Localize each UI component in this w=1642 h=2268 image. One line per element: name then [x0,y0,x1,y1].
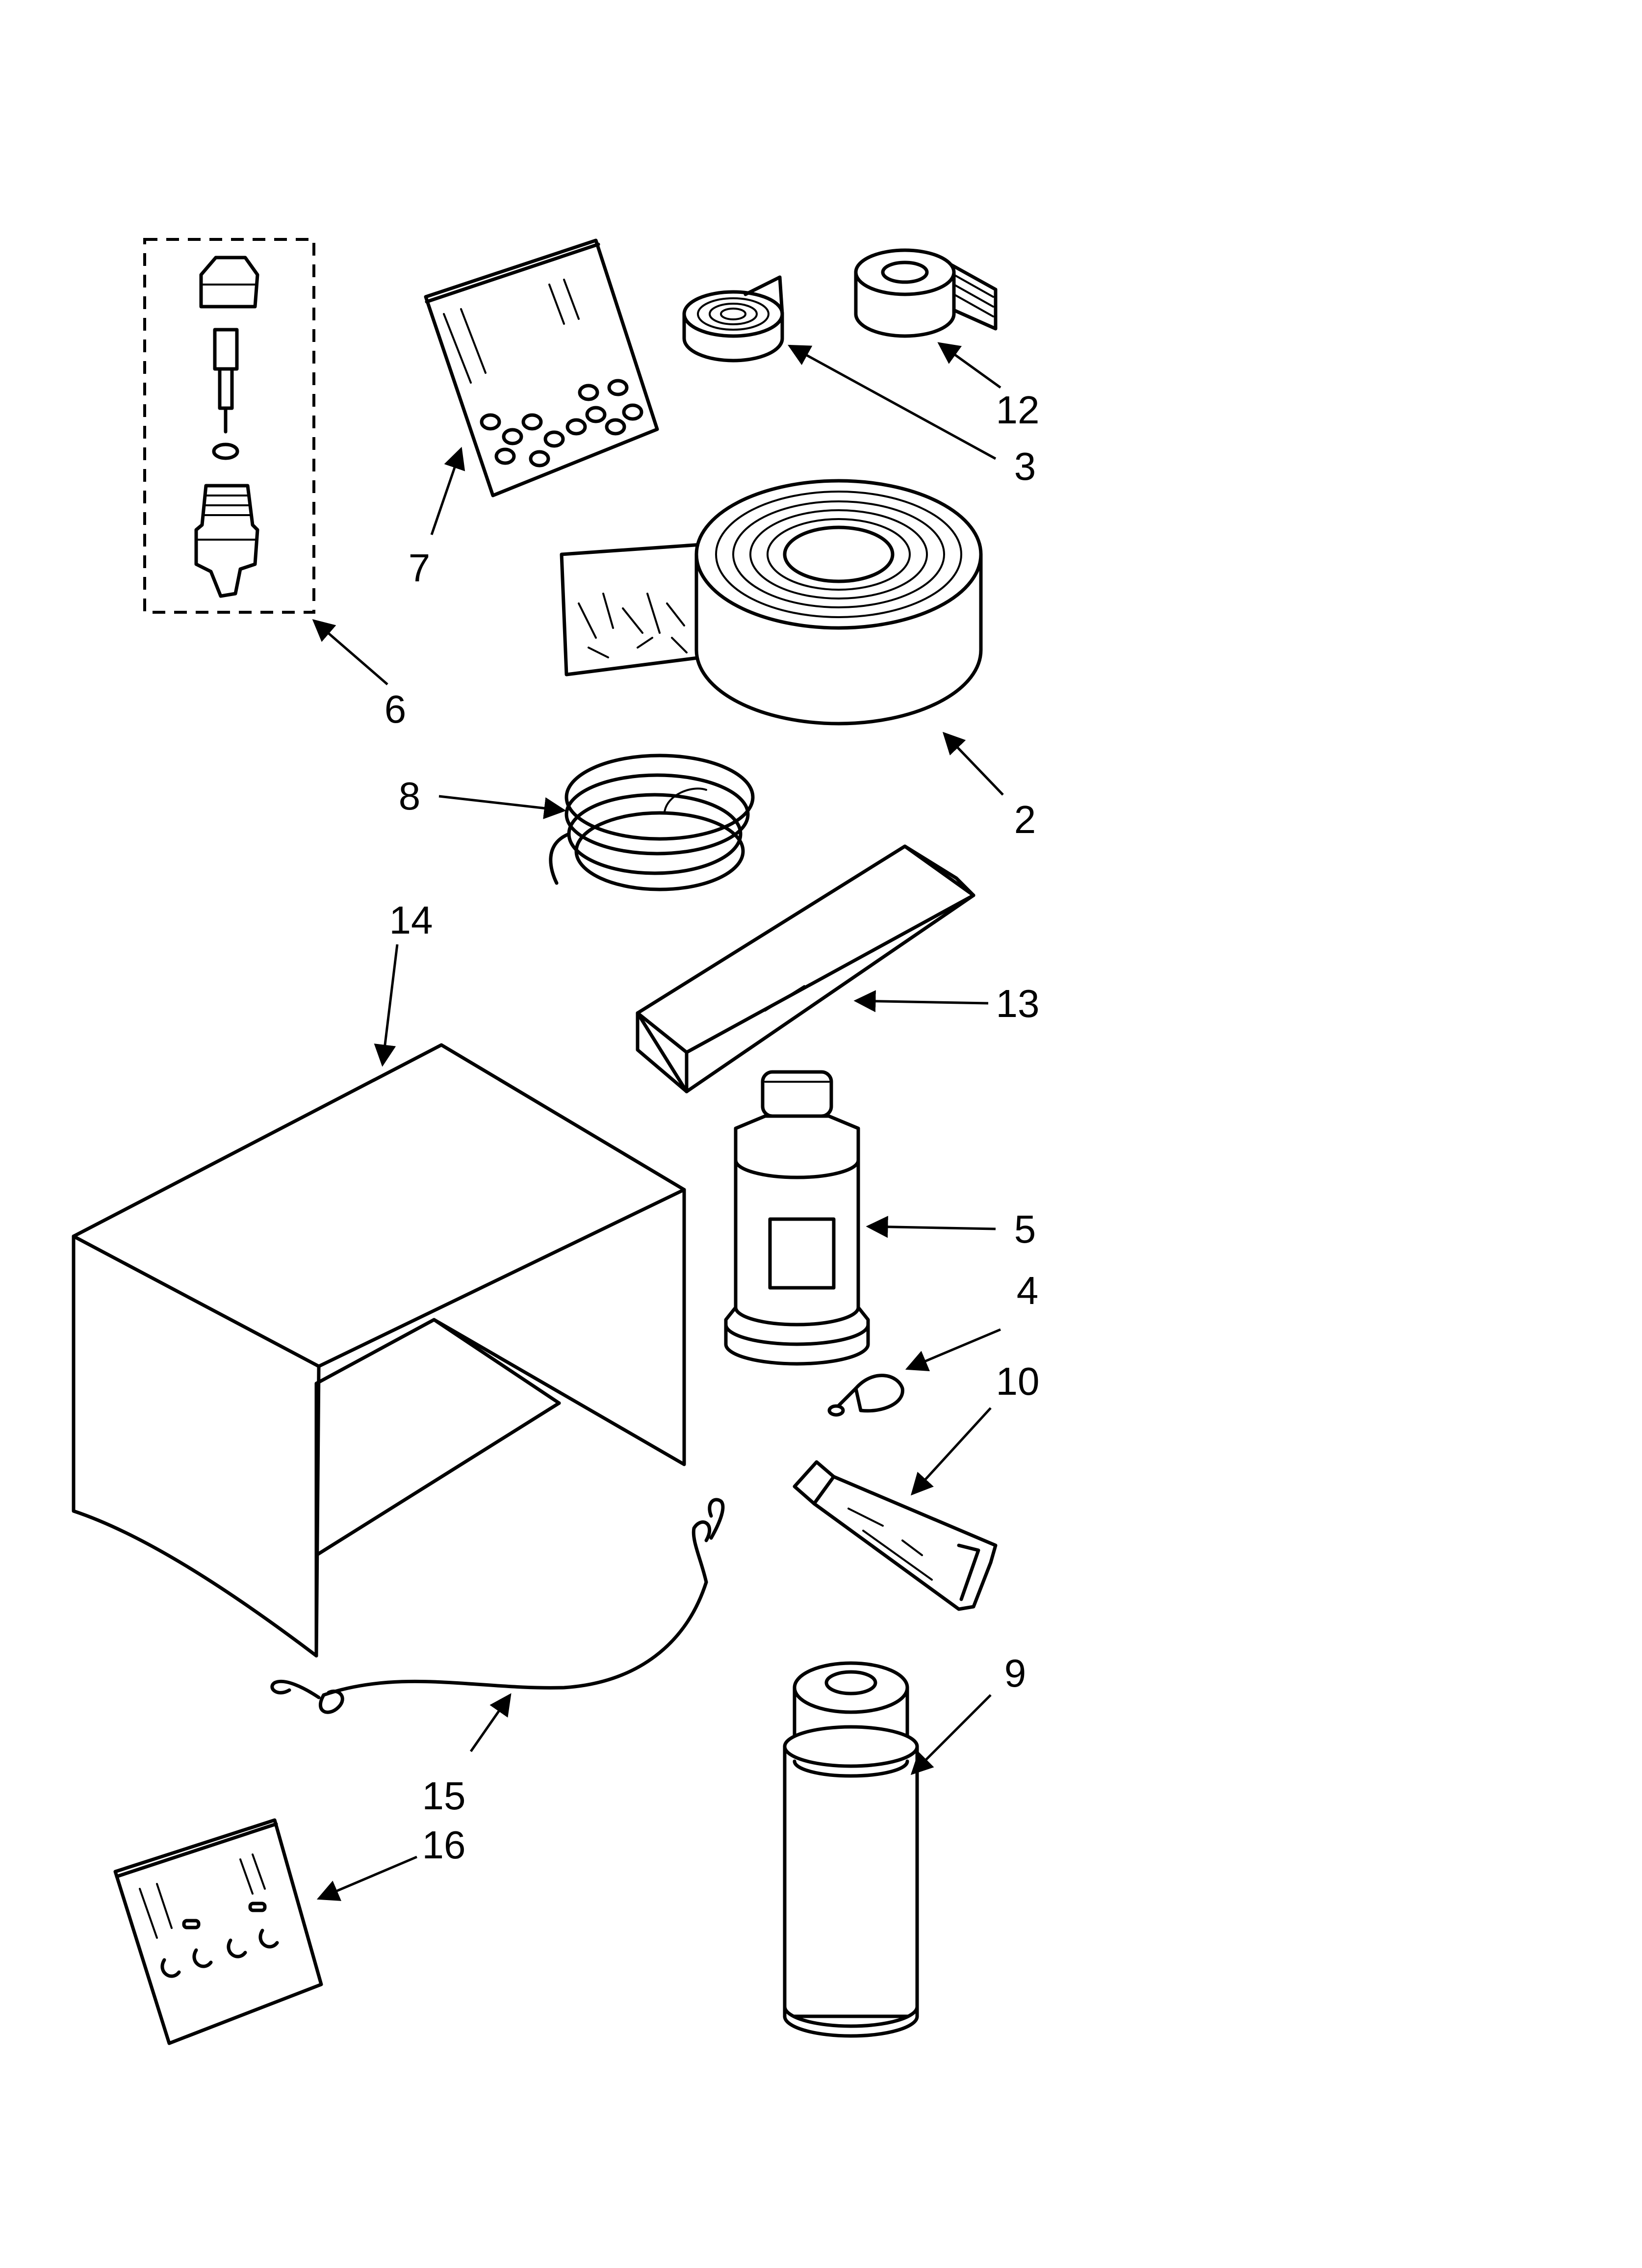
part-12-tape-roll [854,248,998,338]
callout-3: 3 [1014,444,1036,488]
callout-7: 7 [409,546,431,590]
callout-16: 16 [422,1823,466,1867]
part-2-insulation-roll [560,479,983,726]
part-5-bottle [724,1070,870,1366]
part-10-tube [793,1460,998,1611]
part-13-foam-block [636,844,975,1094]
callout-8: 8 [399,774,421,818]
callout-5: 5 [1014,1207,1036,1251]
part-14-unit-cover [72,1043,686,1658]
callout-6: 6 [385,687,407,731]
callout-4: 4 [1017,1269,1039,1312]
part-3-foam-tape [682,275,784,363]
callout-15: 15 [422,1774,466,1818]
part-15-hook-cord [270,1498,725,1714]
callout-2: 2 [1014,798,1036,841]
callout-14: 14 [389,898,433,942]
callout-9: 9 [1004,1651,1026,1695]
part-16-clip-bag [113,1818,323,2045]
part-8-coiled-wire [549,754,755,891]
part-9-spray-can [783,1661,919,2038]
callout-12: 12 [996,388,1040,432]
part-6-fitting-assembly [143,238,315,614]
callout-13: 13 [996,982,1040,1025]
part-4-cap [827,1374,904,1417]
part-7-screw-bag [424,238,659,497]
callout-10: 10 [996,1359,1040,1403]
